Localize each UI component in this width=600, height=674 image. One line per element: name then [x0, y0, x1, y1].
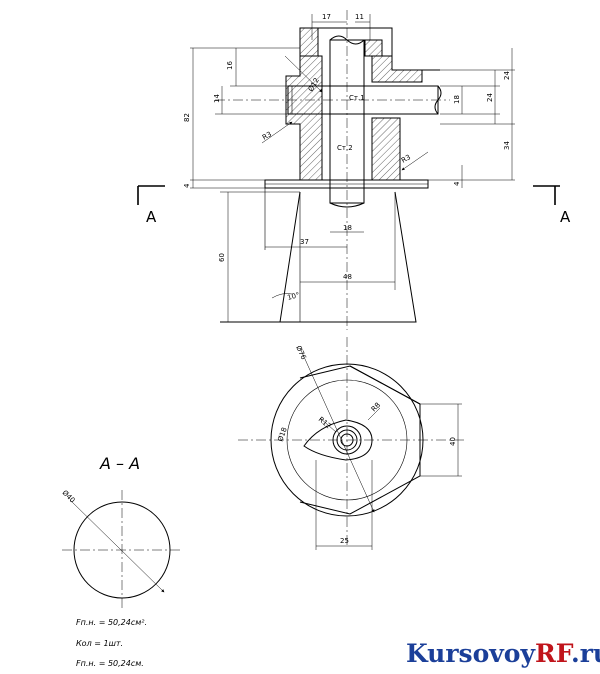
- note-2: Кол = 1шт.: [76, 639, 123, 648]
- watermark-part2: RF: [535, 639, 574, 668]
- dim-34: 34: [503, 141, 511, 150]
- label-r3-right: R3: [400, 153, 412, 165]
- dim-phi40: Ø40: [61, 489, 77, 505]
- housing-top: [300, 27, 393, 56]
- outer-circle: [270, 363, 424, 517]
- nozzle-teardrop: [303, 419, 373, 461]
- dim-10deg: 10°: [286, 291, 300, 302]
- nozzle-ring-outer: [332, 425, 362, 455]
- watermark-part1: Kursovoy: [406, 639, 536, 668]
- dim-14: 14: [213, 94, 221, 103]
- note-1: Fп.н. = 50,24см².: [76, 618, 147, 627]
- nozzle-ring-inner: [340, 433, 354, 447]
- watermark: KursovoyRF.ru: [406, 639, 600, 668]
- label-st2: Ст.2: [337, 144, 353, 152]
- dim-82: 82: [183, 113, 191, 122]
- dim-40: 40: [449, 437, 457, 446]
- watermark-text: KursovoyRF.ru: [406, 639, 600, 668]
- label-r3-left: R3: [261, 130, 273, 142]
- pipe-st2-break: [329, 35, 365, 45]
- label-st1: Ст.1: [349, 94, 365, 102]
- body-top-left: [299, 27, 319, 57]
- leader-r3-left: [261, 121, 293, 144]
- dim-24-mid: 24: [486, 93, 494, 102]
- body-wall-left: [285, 55, 323, 181]
- dim-24-top: 24: [503, 71, 511, 80]
- dim-phi76: Ø76: [294, 344, 308, 361]
- note-3: Fп.н. = 50,24см.: [76, 659, 144, 668]
- dim-arc-10deg: [271, 293, 293, 299]
- body-top-right-small: [364, 39, 383, 57]
- body-top-right: [371, 55, 423, 83]
- front-view: A A 17 11 16 14 82 4 24 24 18: [137, 10, 571, 330]
- dim-r8: R8: [370, 401, 382, 413]
- pipe-st1-break: [434, 85, 442, 115]
- dim-11: 11: [355, 13, 364, 21]
- leader-phi76: [299, 347, 375, 513]
- dim-4-left: 4: [183, 183, 191, 188]
- dim-18-bottom: 18: [343, 224, 352, 232]
- body-wall-right: [371, 117, 401, 181]
- nozzle-ring-mid: [336, 429, 358, 451]
- dim-4-right: 4: [453, 181, 461, 186]
- notes: Fп.н. = 50,24см². Кол = 1шт. Fп.н. = 50,…: [76, 618, 147, 668]
- section-title: А – А: [99, 454, 140, 473]
- leader-phi12: [284, 55, 323, 93]
- section-circle: [73, 501, 171, 599]
- watermark-part3: .ru: [571, 639, 600, 668]
- leader-r12: [319, 417, 337, 433]
- inner-circle: [286, 379, 408, 501]
- dim-17: 17: [322, 13, 331, 21]
- leader-r3-right: [401, 151, 429, 171]
- dim-25: 25: [340, 537, 349, 545]
- hopper-top-edge: [349, 365, 421, 405]
- leader-phi40: [69, 499, 165, 593]
- dim-18-right: 18: [453, 95, 461, 104]
- section-letter-right: A: [560, 208, 571, 226]
- dim-60: 60: [218, 253, 226, 262]
- cone: [279, 191, 417, 323]
- dim-37: 37: [300, 238, 309, 246]
- section-mark-right: [533, 185, 560, 205]
- pipe-st2-bottom: [329, 202, 365, 208]
- section-mark-left: [137, 185, 165, 205]
- leader-r8: [367, 407, 381, 421]
- dim-16: 16: [226, 61, 234, 70]
- dim-48: 48: [343, 273, 352, 281]
- top-view: Ø76 R8 R12 Ø18 40 25: [238, 337, 465, 550]
- section-letter-left: A: [146, 208, 157, 226]
- section-a-a: А – А Ø40: [61, 454, 182, 608]
